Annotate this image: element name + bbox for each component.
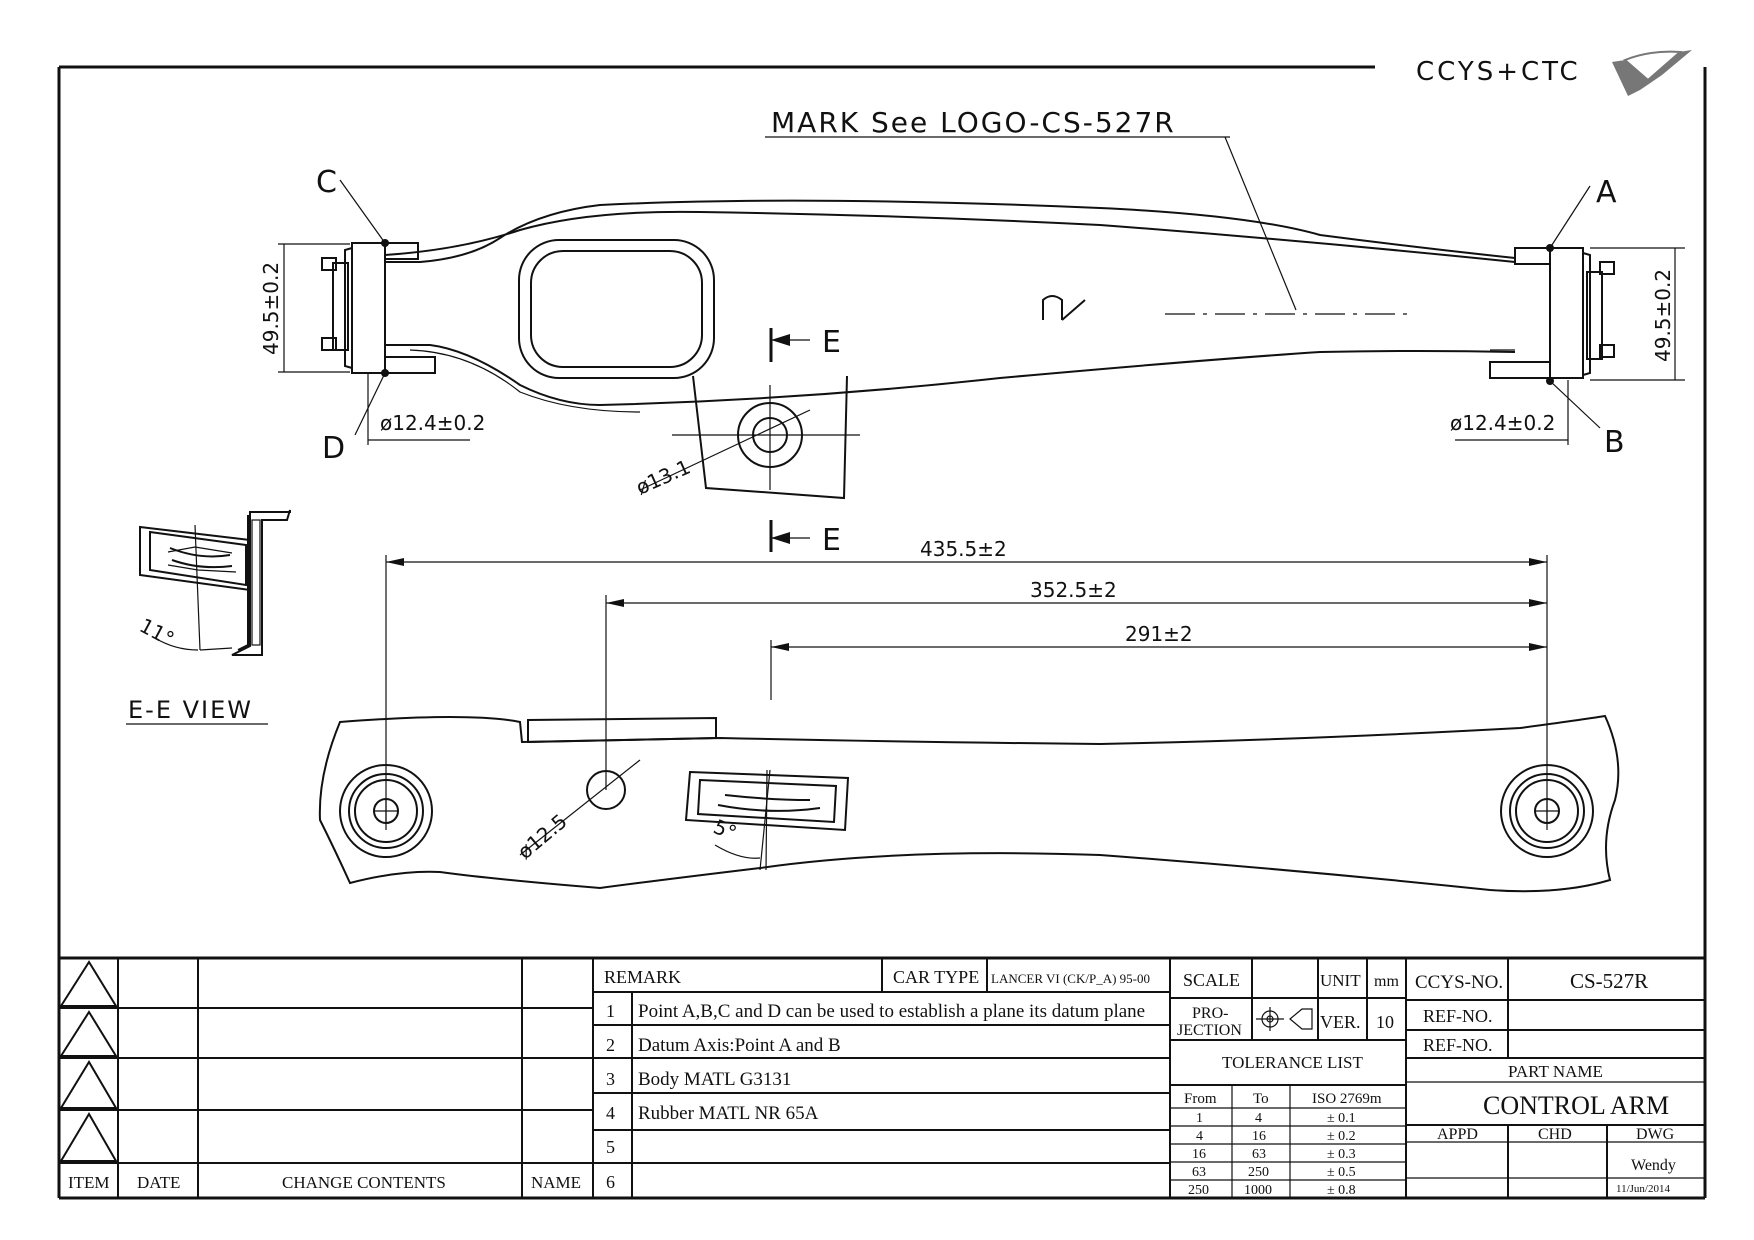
tolerance-header: ISO 2769m (1312, 1091, 1382, 1107)
tolerance-cell: ± 0.3 (1327, 1147, 1356, 1162)
ccys-no-value: CS-527R (1570, 969, 1648, 993)
rev-header-name: NAME (531, 1173, 581, 1192)
callout-c: C (316, 165, 337, 200)
tolerance-cell: 4 (1196, 1129, 1203, 1144)
tolerance-cell: 1000 (1244, 1183, 1272, 1198)
part-name-value: CONTROL ARM (1483, 1091, 1669, 1120)
tolerance-table: TOLERANCE LIST From To ISO 2769m 1 4 ± 0… (1170, 1053, 1406, 1198)
tolerance-cell: 16 (1252, 1129, 1266, 1144)
control-arm-side-view: ø12.5 5° (318, 714, 1620, 893)
revision-triangle-icon (59, 1112, 118, 1162)
mark-callout: MARK See LOGO-CS-527R (765, 106, 1415, 315)
tolerance-cell: ± 0.1 (1327, 1111, 1356, 1126)
remark-num: 2 (606, 1035, 615, 1055)
remark-num: 5 (606, 1137, 615, 1157)
revision-triangle-icon (59, 960, 118, 1007)
remark-title: REMARK (604, 967, 681, 987)
title-block: ITEM DATE CHANGE CONTENTS NAME REMARK CA… (59, 958, 1705, 1198)
tolerance-cell: 16 (1192, 1147, 1206, 1162)
tolerance-row: 1 4 ± 0.1 (1196, 1111, 1356, 1126)
angle-bottom-dim: 5° (710, 814, 740, 845)
len-short-dim: 291±2 (1125, 622, 1193, 646)
tolerance-cell: 63 (1192, 1165, 1206, 1180)
ver-value: 10 (1376, 1012, 1394, 1032)
rev-header-change: CHANGE CONTENTS (282, 1173, 446, 1192)
callout-b: B (1604, 425, 1625, 460)
tolerance-cell: 63 (1252, 1147, 1266, 1162)
dia-center-dim: ø13.1 (632, 455, 694, 500)
section-view-e-e: 11° E-E VIEW (126, 509, 291, 725)
remark-num: 3 (606, 1069, 615, 1089)
projection-symbol-icon (1256, 1007, 1313, 1031)
section-e-bottom: E (822, 523, 841, 558)
tolerance-row: 16 63 ± 0.3 (1192, 1147, 1356, 1162)
length-dimensions: 435.5±2 352.5±2 291±2 (385, 537, 1548, 830)
dia-left-dim: ø12.4±0.2 (380, 411, 485, 435)
dwg-label: DWG (1636, 1126, 1675, 1143)
appd-label: APPD (1437, 1126, 1478, 1143)
projection-label-2: JECTION (1177, 1022, 1242, 1039)
tolerance-cell: 250 (1248, 1165, 1269, 1180)
scale-label: SCALE (1183, 970, 1240, 990)
section-view-label: E-E VIEW (128, 696, 253, 724)
ver-label: VER. (1320, 1012, 1361, 1032)
height-right-dim: 49.5±0.2 (1651, 269, 1675, 362)
tolerance-cell: 250 (1188, 1183, 1209, 1198)
dia-right-dim: ø12.4±0.2 (1450, 411, 1555, 435)
ref-no-label: REF-NO. (1423, 1006, 1493, 1026)
part-info-block: CCYS-NO. CS-527R REF-NO. REF-NO. PART NA… (1406, 958, 1705, 1198)
callout-a: A (1596, 175, 1617, 210)
tolerance-cell: ± 0.2 (1327, 1129, 1356, 1144)
logo-text: CCYS+CTC (1416, 57, 1581, 87)
unit-value: mm (1374, 973, 1399, 990)
remark-num: 4 (606, 1103, 615, 1123)
car-type-label: CAR TYPE (893, 967, 979, 987)
revision-block: ITEM DATE CHANGE CONTENTS NAME (59, 958, 594, 1198)
control-arm-top-view (321, 199, 1615, 500)
tolerance-row: 63 250 ± 0.5 (1192, 1165, 1356, 1180)
dia-hole-dim: ø12.5 (513, 809, 572, 864)
chd-label: CHD (1538, 1126, 1572, 1143)
height-left-dim: 49.5±0.2 (259, 262, 283, 355)
unit-label: UNIT (1320, 971, 1361, 990)
tolerance-cell: 1 (1196, 1111, 1203, 1126)
mark-label: MARK See LOGO-CS-527R (771, 106, 1176, 139)
callout-d: D (322, 431, 345, 466)
remark-text: Point A,B,C and D can be used to establi… (638, 1001, 1145, 1022)
tolerance-row: 4 16 ± 0.2 (1196, 1129, 1356, 1144)
projection-label-1: PRO- (1192, 1005, 1228, 1022)
remark-text: Rubber MATL NR 65A (638, 1103, 819, 1124)
revision-triangle-icon (59, 1060, 118, 1109)
part-logo-mark (1042, 295, 1086, 321)
sheet-border (57, 65, 1707, 1200)
dwg-value: Wendy (1631, 1157, 1676, 1174)
tolerance-title: TOLERANCE LIST (1222, 1053, 1363, 1072)
remark-text: Body MATL G3131 (638, 1069, 791, 1090)
ccys-no-label: CCYS-NO. (1415, 972, 1503, 993)
ref-no-label: REF-NO. (1423, 1035, 1493, 1055)
scale-block: SCALE UNIT mm PRO- JECTION VER. 10 (1170, 958, 1407, 1198)
part-name-label: PART NAME (1508, 1062, 1603, 1081)
tolerance-cell: ± 0.5 (1327, 1165, 1356, 1180)
tolerance-cell: ± 0.8 (1327, 1183, 1356, 1198)
revision-triangle-icon (59, 1010, 118, 1057)
len-mid-dim: 352.5±2 (1030, 578, 1117, 602)
rev-header-date: DATE (137, 1173, 180, 1192)
remark-text: Datum Axis:Point A and B (638, 1035, 841, 1056)
remark-num: 1 (606, 1001, 615, 1021)
tolerance-header: To (1253, 1091, 1269, 1107)
drawing-date: 11/Jun/2014 (1616, 1183, 1670, 1195)
tolerance-cell: 4 (1255, 1111, 1262, 1126)
tolerance-row: 250 1000 ± 0.8 (1188, 1183, 1356, 1198)
section-e-top: E (822, 325, 841, 360)
top-view-dimensions: 49.5±0.2 49.5±0.2 ø12.4±0.2 ø12.4±0.2 ø1… (259, 165, 1685, 558)
company-logo: CCYS+CTC (1416, 50, 1692, 96)
len-total-dim: 435.5±2 (920, 537, 1007, 561)
tolerance-header: From (1184, 1091, 1217, 1107)
rev-header-item: ITEM (68, 1173, 110, 1192)
car-type-value: LANCER VI (CK/P_A) 95-00 (991, 971, 1150, 986)
remark-block: REMARK CAR TYPE LANCER VI (CK/P_A) 95-00… (593, 958, 1171, 1198)
remark-num: 6 (606, 1172, 615, 1192)
